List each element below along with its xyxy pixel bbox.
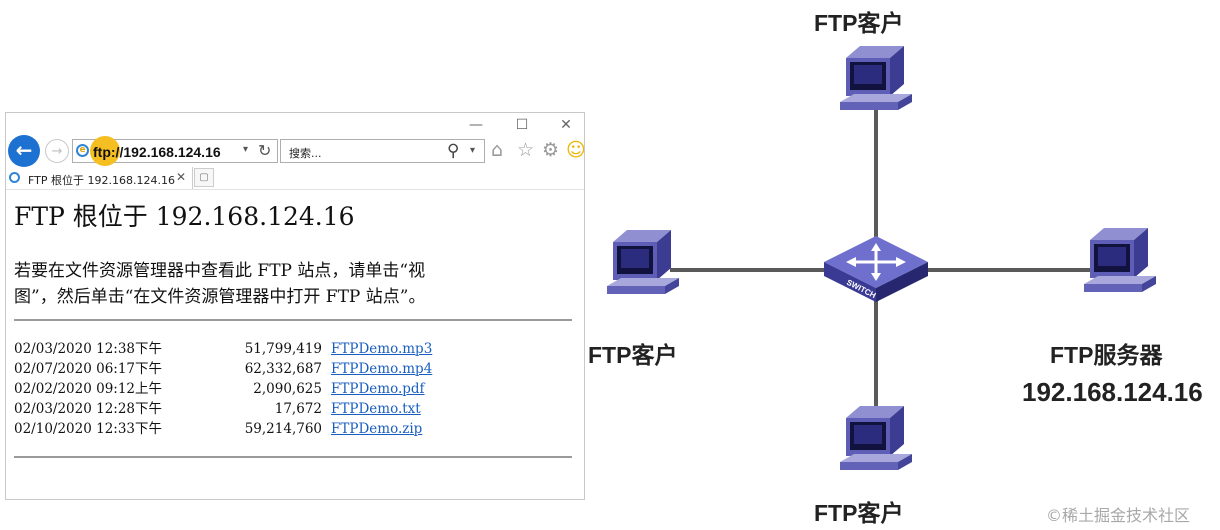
ftp-server-pc-icon [1084,228,1156,292]
file-link[interactable]: FTPDemo.txt [331,401,421,417]
cursor-highlight [90,136,120,166]
tab-title: FTP 根位于 192.168.124.16 [28,174,175,187]
instruction-text: 若要在文件资源管理器中查看此 FTP 站点，请单击“视图”，然后单击“在文件资源… [14,258,570,310]
file-date: 02/02/2020 09:12上午 [14,381,163,397]
client-label-bottom: FTP客户 [814,500,904,526]
tab-ftp-root[interactable]: FTP 根位于 192.168.124.16 ✕ [6,167,193,189]
file-size: 51,799,419 [244,341,322,357]
refresh-icon[interactable]: ↻ [258,141,272,160]
minimize-button[interactable]: — [469,117,483,133]
file-size: 17,672 [274,401,322,417]
client-pc-left-icon [607,230,679,294]
back-button[interactable]: ← [8,135,40,167]
settings-gear-icon[interactable]: ⚙ [542,139,560,161]
search-box[interactable]: 搜索... ⚲ ▾ [280,139,485,163]
feedback-smiley-icon[interactable]: ☺ [566,139,585,161]
file-row: 02/07/2020 06:17下午 62,332,687 FTPDemo.mp… [14,359,574,379]
file-date: 02/07/2020 06:17下午 [14,361,163,377]
file-link[interactable]: FTPDemo.pdf [331,381,425,397]
search-placeholder: 搜索... [289,147,322,160]
ie-tab-icon [9,172,20,183]
instruction-line-2: 图”，然后单击“在文件资源管理器中打开 FTP 站点”。 [14,287,426,307]
ie-page-icon: e [76,144,89,157]
file-link[interactable]: FTPDemo.zip [331,421,423,437]
url-host: ://192.168.124.16 [110,144,221,160]
new-tab-button[interactable]: ▢ [194,168,214,187]
address-url: ftp://192.168.124.16 [93,144,221,160]
file-row: 02/03/2020 12:28下午 17,672 FTPDemo.txt [14,399,574,419]
divider-bottom [14,456,572,458]
file-link[interactable]: FTPDemo.mp4 [331,361,433,377]
search-icon[interactable]: ⚲ [447,141,460,161]
browser-window: — ☐ ✕ ← → e ftp://192.168.124.16 ▾ ↻ 搜索.… [5,112,585,500]
file-date: 02/03/2020 12:38下午 [14,341,163,357]
connection-lines [670,102,1090,425]
file-row: 02/03/2020 12:38下午 51,799,419 FTPDemo.mp… [14,339,574,359]
watermark: ©稀土掘金技术社区 [1046,506,1191,525]
file-size: 59,214,760 [244,421,322,437]
file-size: 62,332,687 [244,361,322,377]
client-pc-bottom-icon [840,406,912,470]
close-window-button[interactable]: ✕ [560,117,572,133]
maximize-button[interactable]: ☐ [515,117,529,133]
home-icon[interactable]: ⌂ [491,139,504,161]
server-label: FTP服务器 [1050,342,1163,368]
forward-button[interactable]: → [45,139,69,163]
server-ip-label: 192.168.124.16 [1022,377,1203,407]
instruction-line-1: 若要在文件资源管理器中查看此 FTP 站点，请单击“视 [14,261,426,281]
file-listing: 02/03/2020 12:38下午 51,799,419 FTPDemo.mp… [14,339,574,439]
file-date: 02/10/2020 12:33下午 [14,421,163,437]
client-label-left: FTP客户 [588,342,678,368]
address-bar[interactable]: e ftp://192.168.124.16 ▾ ↻ [72,136,278,166]
file-date: 02/03/2020 12:28下午 [14,401,163,417]
tabstrip-divider [6,189,584,190]
file-row: 02/10/2020 12:33下午 59,214,760 FTPDemo.zi… [14,419,574,439]
switch-icon: SWITCH [824,236,928,302]
file-row: 02/02/2020 09:12上午 2,090,625 FTPDemo.pdf [14,379,574,399]
file-link[interactable]: FTPDemo.mp3 [331,341,433,357]
client-pc-top-icon [840,46,912,110]
client-label-top: FTP客户 [814,10,904,36]
search-dropdown-icon[interactable]: ▾ [470,145,476,156]
page-title: FTP 根位于 192.168.124.16 [14,202,355,231]
url-scheme: ftp [93,144,111,160]
tab-close-icon[interactable]: ✕ [176,170,187,184]
divider-top [14,319,572,321]
address-dropdown-icon[interactable]: ▾ [243,144,249,155]
file-size: 2,090,625 [253,381,322,397]
favorites-star-icon[interactable]: ☆ [517,139,535,161]
